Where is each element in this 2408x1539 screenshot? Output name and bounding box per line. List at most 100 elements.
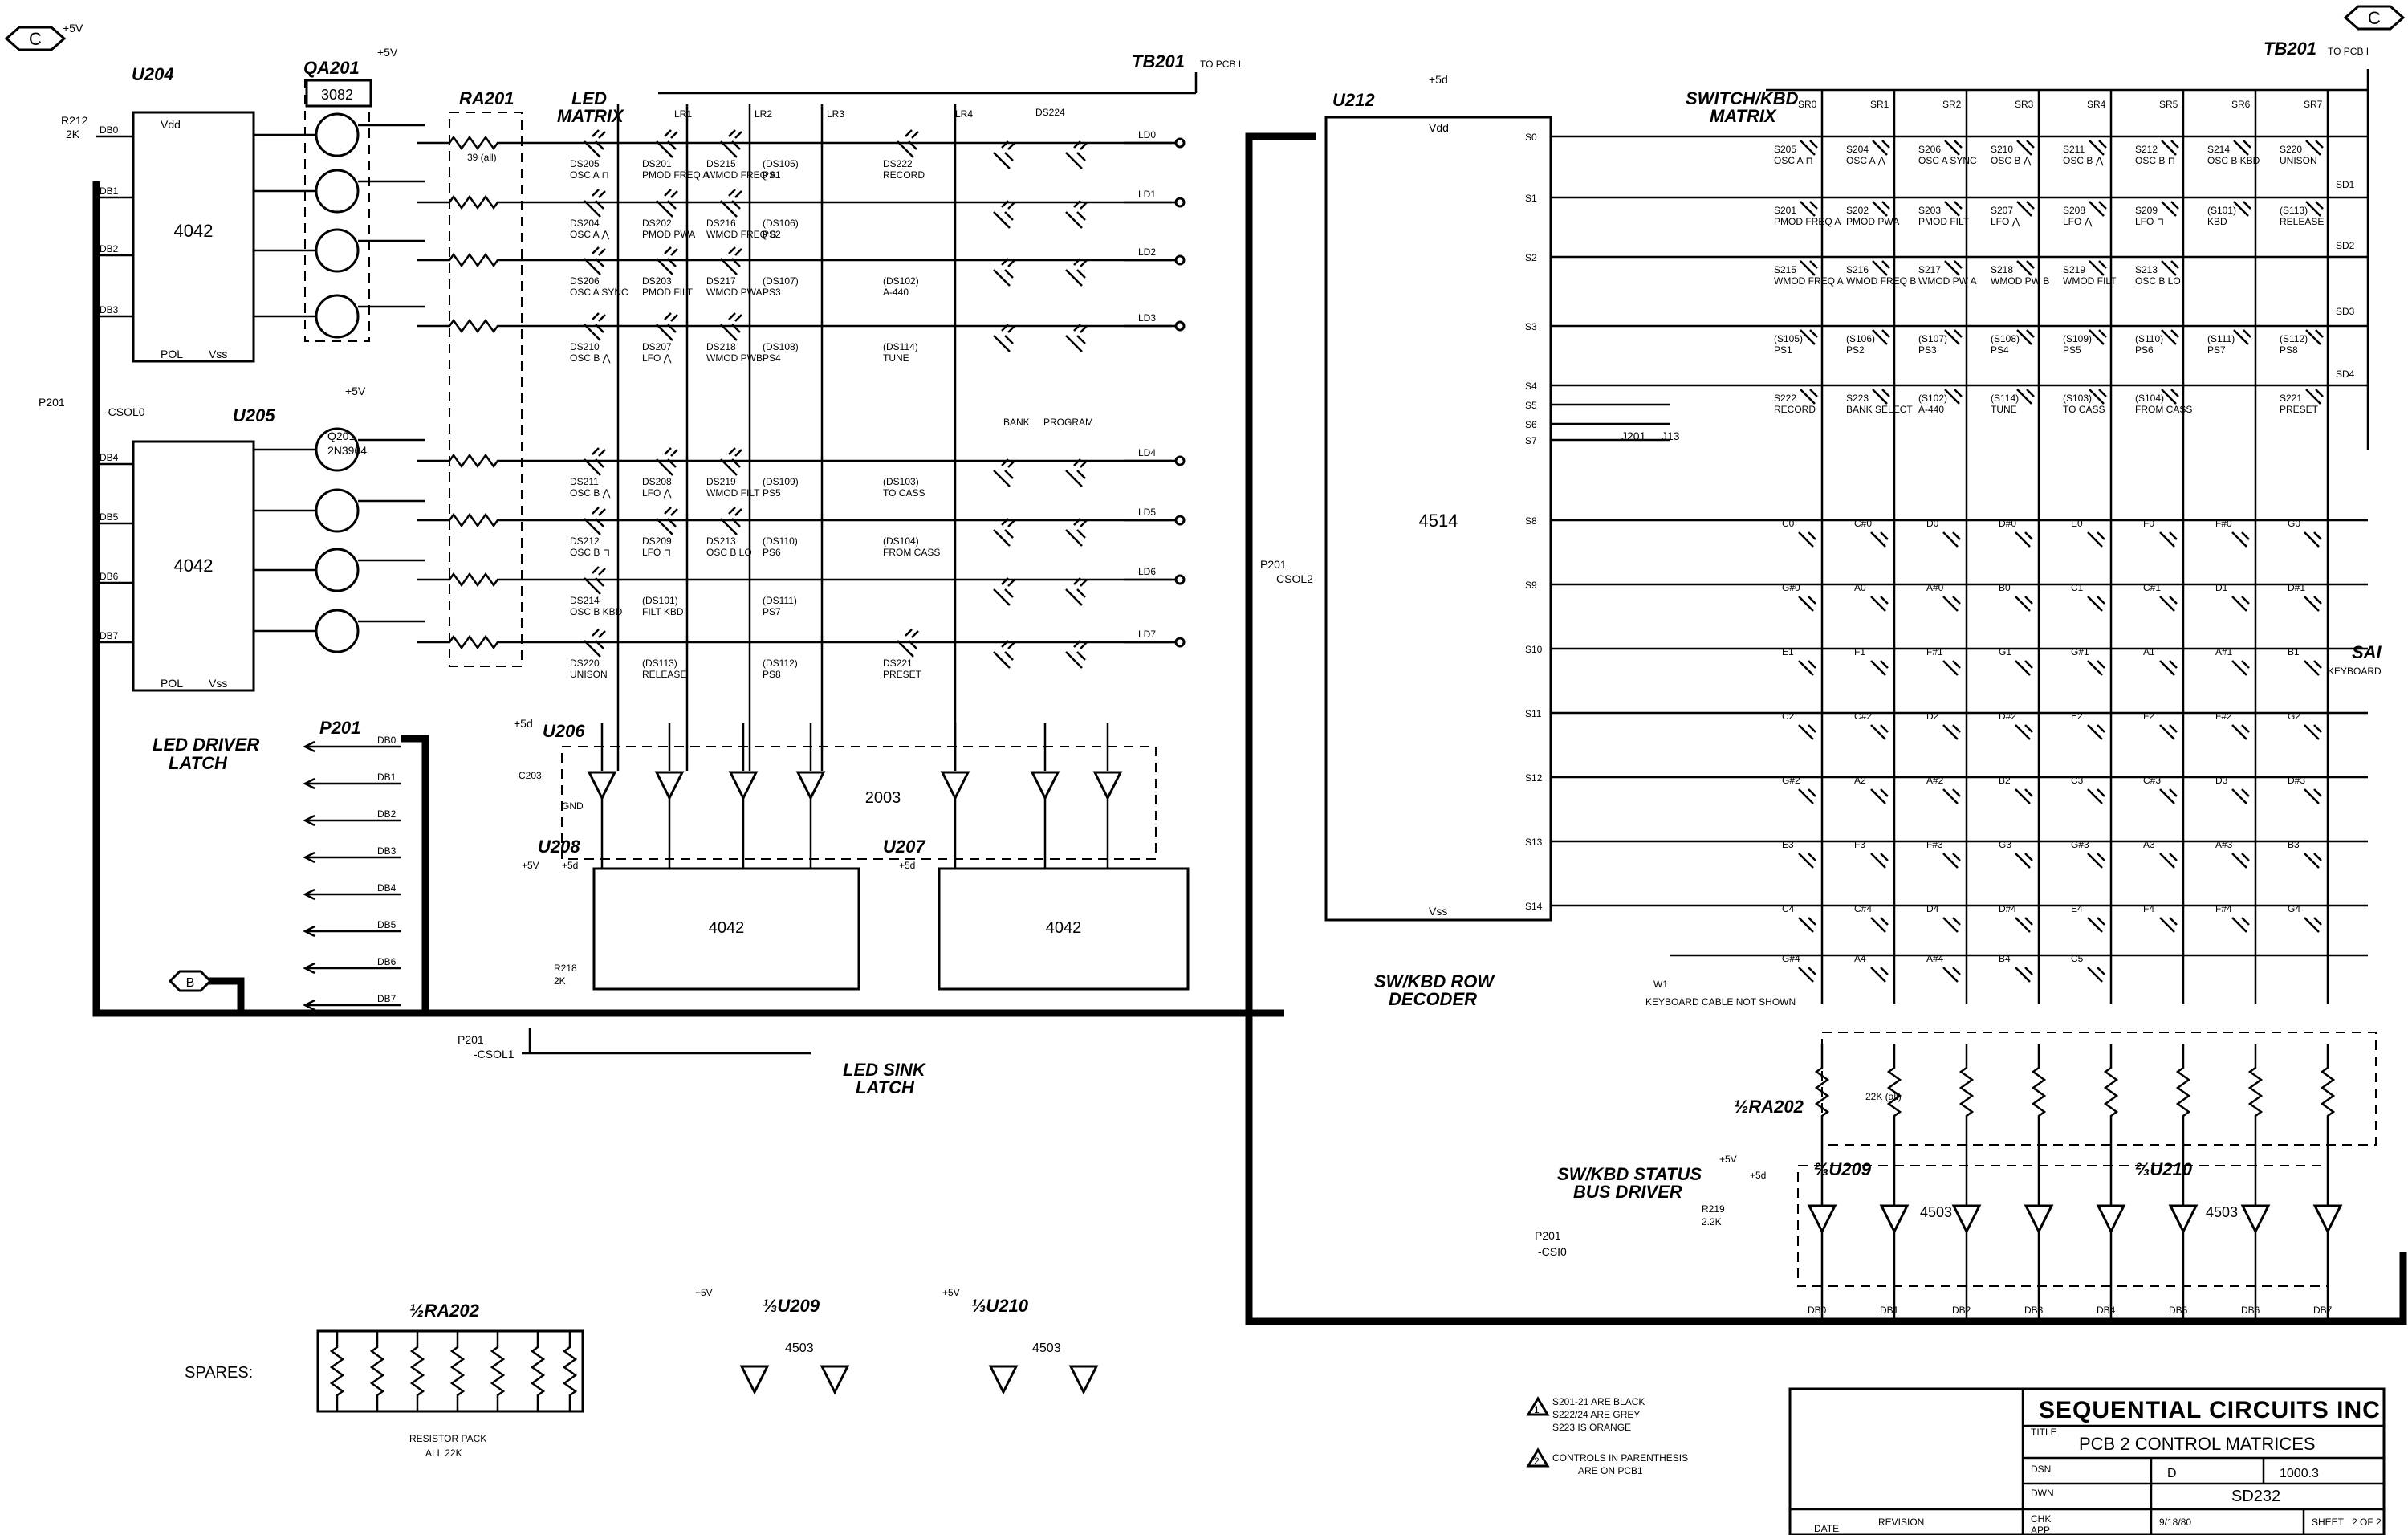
kbd-diode [1942, 967, 1961, 983]
switch-ref-label: S220 [2280, 144, 2302, 155]
svg-text:+5V: +5V [63, 22, 83, 35]
sd-label: SD2 [2336, 240, 2355, 251]
svg-text:C: C [29, 29, 42, 49]
svg-text:+5d: +5d [514, 717, 533, 730]
kbd-diode [2087, 788, 2105, 804]
led-ref-label: (DS102) [883, 275, 919, 287]
kbd-key-label: A#1 [2215, 646, 2233, 658]
led-sink-title-1: LED SINK [843, 1060, 927, 1080]
switch-ref-label: S218 [1991, 264, 2013, 275]
kbd-key-label: C1 [2071, 582, 2084, 593]
switch-diode [2161, 260, 2179, 276]
switch-ref-label: (S107) [1918, 333, 1947, 344]
u208-ic: 4042 U208 R218 2K +5V +5d [522, 837, 860, 991]
switch-function-label: A-440 [1918, 404, 1944, 415]
p201-db-arrow [303, 999, 315, 1012]
ra201-resistor [417, 194, 530, 210]
led-symbol [720, 246, 742, 275]
buffer-triangle [728, 771, 759, 801]
svg-text:RESISTOR PACK: RESISTOR PACK [409, 1433, 486, 1444]
kbd-diode [1870, 596, 1889, 612]
s-output-label: S14 [1525, 901, 1543, 912]
kbd-diode [1870, 660, 1889, 676]
svg-text:CHK: CHK [2031, 1513, 2051, 1525]
switch-function-label: OSC A ⊓ [1774, 155, 1813, 166]
led-symbol [720, 129, 742, 158]
lr-label: LR2 [755, 108, 772, 120]
bank-program-led [1065, 518, 1088, 547]
status-buffer-triangle [2096, 1204, 2126, 1235]
svg-text:U208: U208 [538, 837, 580, 857]
led-ref-label: DS216 [706, 218, 736, 229]
led-ref-label: DS205 [570, 158, 600, 169]
s-output-label: S11 [1525, 708, 1542, 719]
spare-resistor [409, 1331, 425, 1411]
s-output-label: S0 [1525, 132, 1537, 143]
svg-text:Vss: Vss [1429, 905, 1447, 918]
led-symbol [584, 507, 606, 535]
kbd-diode [2087, 660, 2105, 676]
sd-label: SD3 [2336, 306, 2355, 317]
switch-function-label: PS2 [1846, 344, 1865, 356]
svg-text:DSN: DSN [2031, 1464, 2051, 1475]
kbd-key-label: G1 [1999, 646, 2011, 658]
ra201-resistor [417, 634, 530, 650]
kbd-key-label: E1 [1782, 646, 1794, 658]
led-ref-label: DS201 [642, 158, 672, 169]
s-output-label: S3 [1525, 321, 1537, 332]
svg-text:W1: W1 [1653, 979, 1668, 990]
sai-label: SAI KEYBOARD [2328, 642, 2382, 677]
kbd-key-label: C#1 [2143, 582, 2161, 593]
kbd-key-label: C3 [2071, 775, 2084, 786]
led-ref-label: (DS108) [763, 341, 799, 352]
svg-text:2 OF 2: 2 OF 2 [2352, 1517, 2382, 1528]
switch-diode [2089, 389, 2107, 405]
kbd-key-label: G#2 [1782, 775, 1800, 786]
kbd-key-label: D#3 [2288, 775, 2305, 786]
led-symbol [584, 129, 606, 158]
switch-diode [2161, 140, 2179, 156]
status-db-label: DB5 [2169, 1305, 2188, 1316]
bus-db-p201 [401, 735, 429, 1013]
spare-buffer-triangle [988, 1365, 1019, 1395]
status-buffer-triangle [2240, 1204, 2271, 1235]
switch-function-label: WMOD FREQ A [1774, 275, 1844, 287]
kbd-key-label: E4 [2071, 903, 2083, 914]
status-db-label: DB2 [1952, 1305, 1971, 1316]
switch-diode [2233, 329, 2251, 345]
p201-db-label: DB1 [377, 772, 397, 783]
switch-diode [2016, 389, 2035, 405]
svg-text:QA201: QA201 [303, 58, 360, 78]
led-function-label: LFO ⊓ [642, 547, 671, 558]
kbd-key-label: G3 [1999, 839, 2011, 850]
led-function-label: TUNE [883, 352, 909, 364]
kbd-diode [1870, 724, 1889, 740]
bank-program-led [993, 324, 1015, 352]
kbd-diode [2304, 917, 2322, 933]
switch-function-label: OSC B LO [2135, 275, 2181, 287]
kbd-diode [2015, 853, 2033, 869]
switch-ref-label: (S111) [2207, 333, 2235, 344]
j201-label: J201 J13 W1 KEYBOARD CABLE NOT SHOWN [1621, 430, 1796, 1008]
db-label-left: DB0 [100, 124, 119, 136]
status-driver: ⅔U209 ⅔U210 4503 4503 SW/KBD STATUS BUS … [1535, 1154, 2329, 1287]
kbd-diode [1942, 853, 1961, 869]
svg-text:CSOL2: CSOL2 [1276, 572, 1313, 585]
svg-text:U207: U207 [883, 837, 926, 857]
ra202-resistor [1886, 1044, 1902, 1140]
svg-text:U206: U206 [543, 721, 585, 741]
switch-function-label: PS7 [2207, 344, 2226, 356]
svg-text:+5V: +5V [695, 1287, 713, 1298]
kbd-diode [2015, 724, 2033, 740]
kbd-diode [2231, 788, 2250, 804]
db-label-left: DB4 [100, 452, 119, 463]
led-ref-label: (DS106) [763, 218, 799, 229]
p201-db-arrow [303, 962, 315, 975]
led-symbol [584, 447, 606, 476]
bank-program-led [1065, 200, 1088, 229]
kbd-key-label: G2 [2288, 710, 2300, 722]
led-function-label: OSC B ⊓ [570, 547, 610, 558]
s-output-label: S4 [1525, 381, 1537, 392]
bank-program-led [993, 258, 1015, 287]
